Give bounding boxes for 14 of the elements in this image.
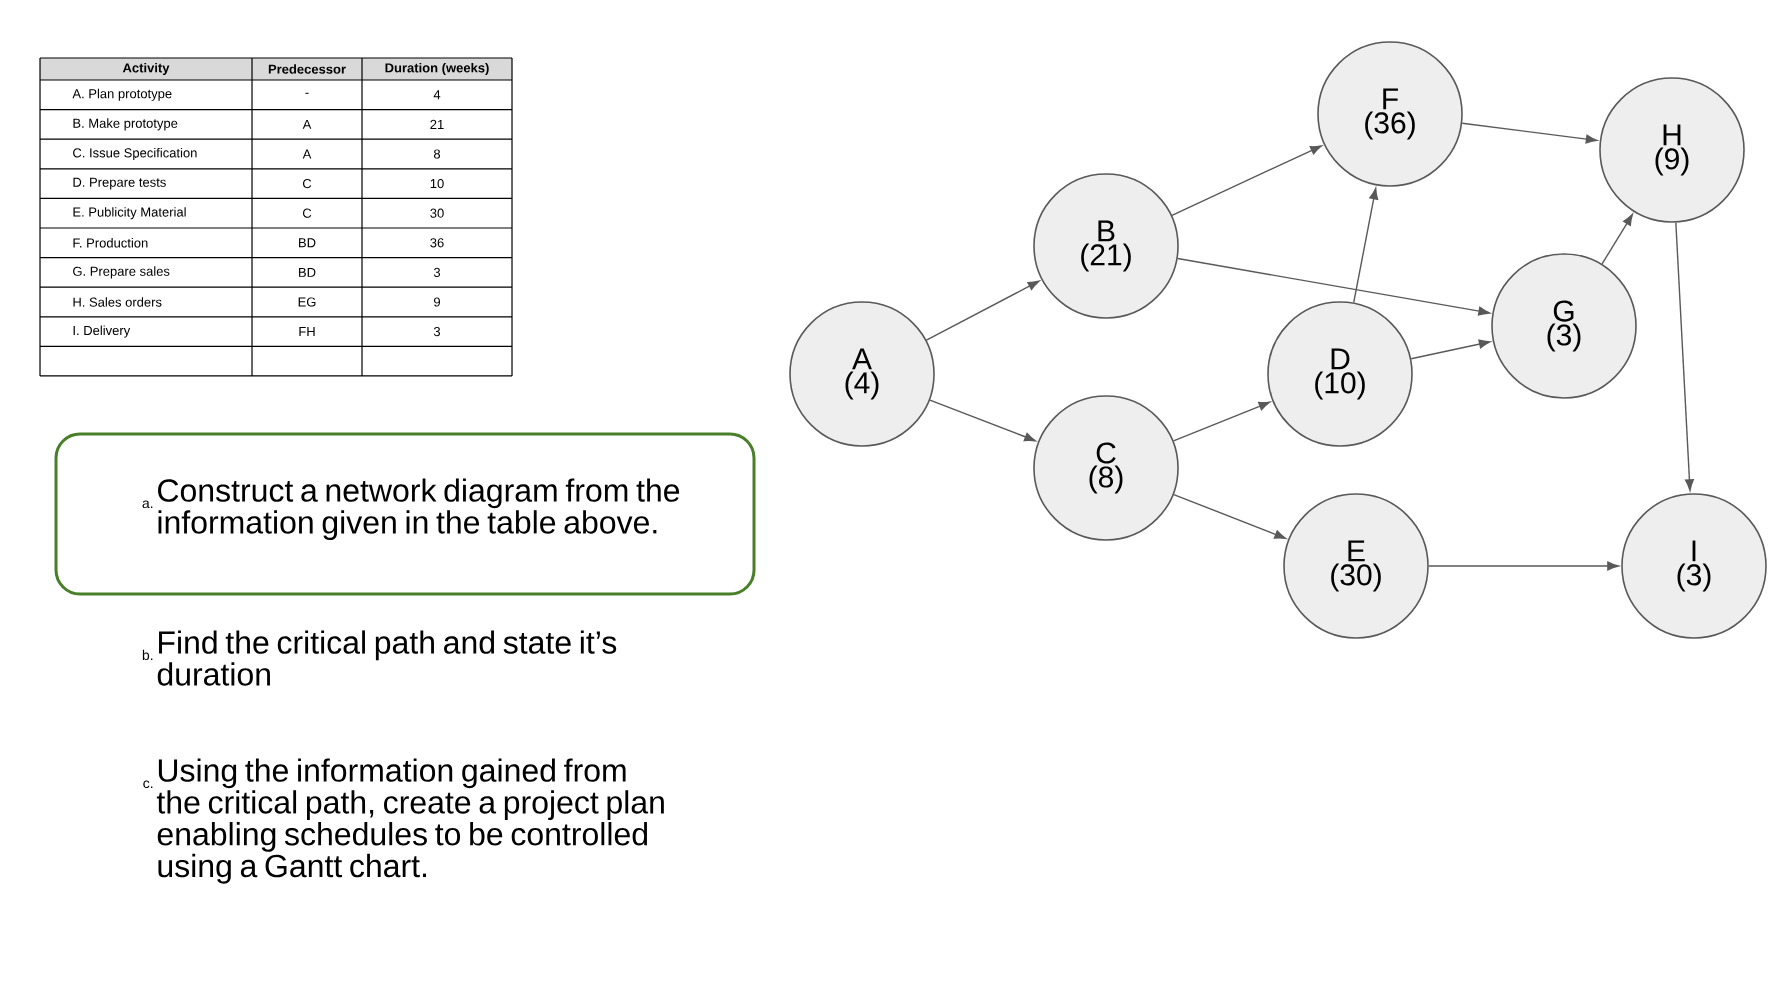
arrow (1410, 339, 1491, 360)
arrow (925, 280, 1040, 341)
question-text: Find the critical path and state it’s duration (157, 630, 617, 686)
arrow (1172, 401, 1271, 442)
arrow (1601, 213, 1634, 265)
question-text: Using the information gained from the critical path, create a project plan enabling schedules to be controlled using a Gantt chart. (156, 758, 664, 884)
arrow (1177, 257, 1490, 316)
arrow (1353, 187, 1379, 304)
arrow (929, 399, 1036, 442)
arrow (1173, 493, 1287, 539)
arrow (1171, 145, 1322, 216)
arrow (1675, 221, 1694, 491)
arrow (1428, 561, 1619, 571)
arrow (1461, 122, 1598, 144)
